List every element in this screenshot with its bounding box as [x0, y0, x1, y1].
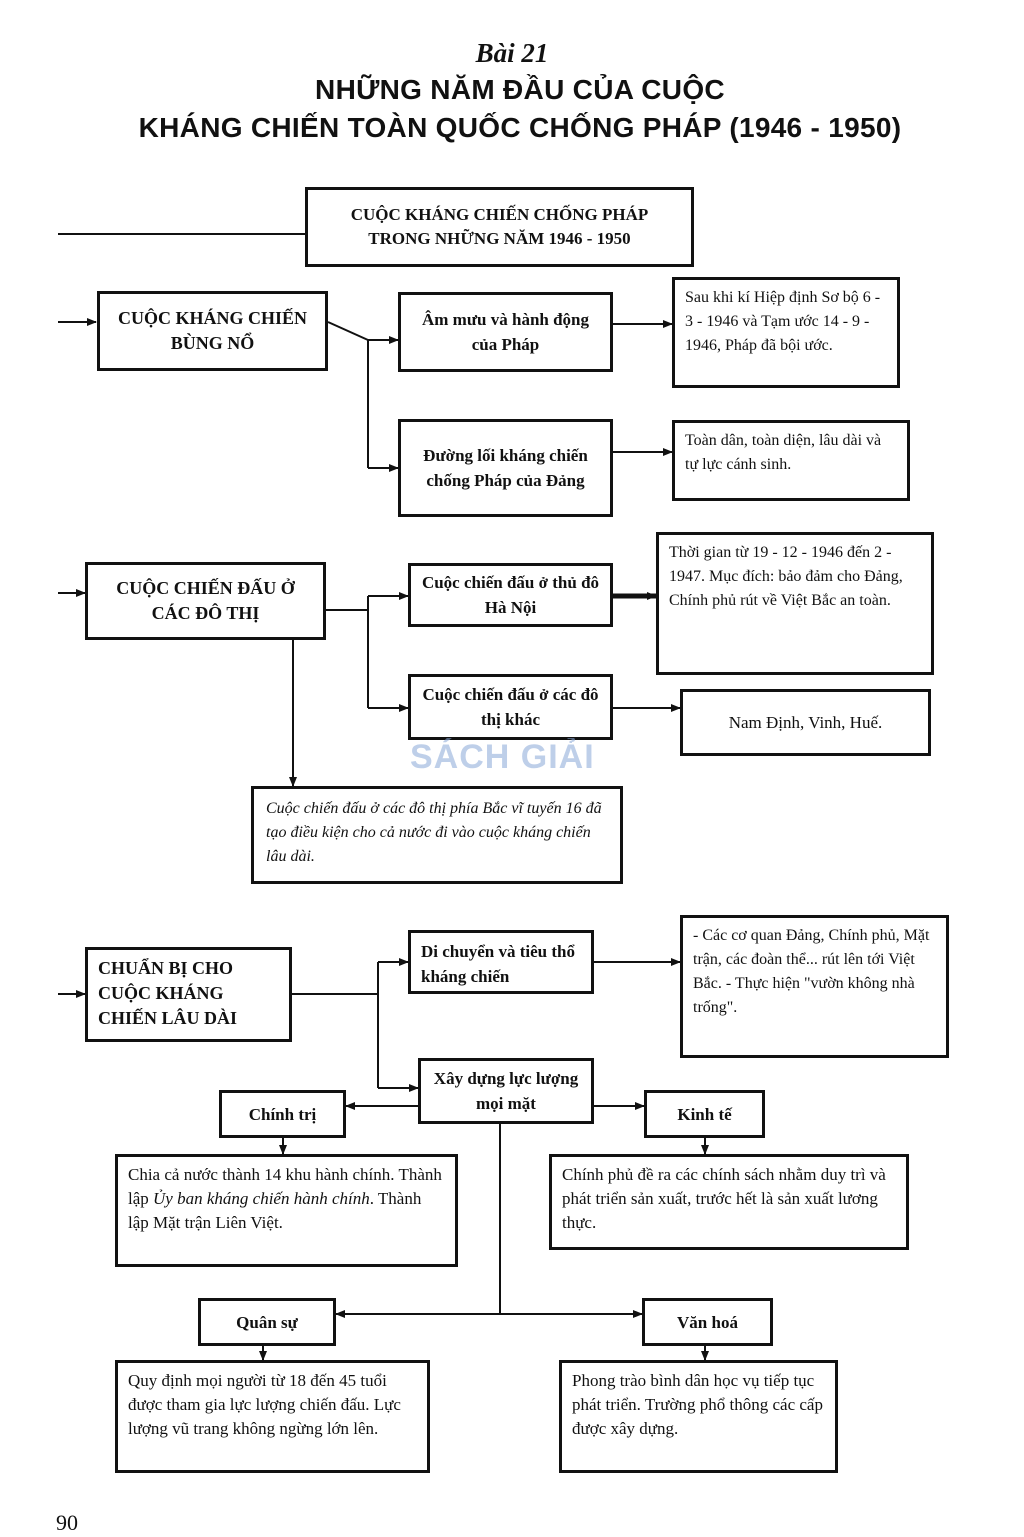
politics-detail: Chia cả nước thành 14 khu hành chính. Th… — [115, 1154, 458, 1267]
hanoi-fighting-box: Cuộc chiến đấu ở thủ đô Hà Nội — [408, 563, 613, 627]
urban-fighting-box: CUỘC CHIẾN ĐẤU Ở CÁC ĐÔ THỊ — [85, 562, 326, 640]
lesson-number: Bài 21 — [475, 38, 549, 68]
title-line-1: NHỮNG NĂM ĐẦU CỦA CUỘC — [315, 74, 725, 105]
military-box: Quân sự — [198, 1298, 336, 1346]
french-plot-detail: Sau khi kí Hiệp định Sơ bộ 6 - 3 - 1946 … — [672, 277, 900, 388]
root-line-2: TRONG NHỮNG NĂM 1946 - 1950 — [368, 229, 631, 248]
military-detail: Quy định mọi người từ 18 đến 45 tuổi đượ… — [115, 1360, 430, 1473]
other-cities-detail: Nam Định, Vinh, Huế. — [680, 689, 931, 756]
party-line-box: Đường lối kháng chiến chống Pháp của Đản… — [398, 419, 613, 517]
title-line-2: KHÁNG CHIẾN TOÀN QUỐC CHỐNG PHÁP (1946 -… — [138, 112, 902, 143]
culture-box: Văn hoá — [642, 1298, 773, 1346]
prepare-box: CHUẨN BỊ CHO CUỘC KHÁNG CHIẾN LÂU DÀI — [85, 947, 292, 1042]
urban-fighting-result: Cuộc chiến đấu ở các đô thị phía Bắc vĩ … — [251, 786, 623, 884]
page-number: 90 — [56, 1510, 78, 1535]
relocation-box: Di chuyển và tiêu thổ kháng chiến — [408, 930, 594, 994]
root-box: CUỘC KHÁNG CHIẾN CHỐNG PHÁP TRONG NHỮNG … — [305, 187, 694, 267]
french-plot-box: Âm mưu và hành động của Pháp — [398, 292, 613, 372]
politics-box: Chính trị — [219, 1090, 346, 1138]
build-forces-box: Xây dựng lực lượng mọi mặt — [418, 1058, 594, 1124]
politics-detail-em: Ủy ban kháng chiến hành chính — [153, 1189, 370, 1208]
hanoi-fighting-detail: Thời gian từ 19 - 12 - 1946 đến 2 - 1947… — [656, 532, 934, 675]
politics-detail-pre: Chia cả nước thành 14 khu hành chính. Th… — [128, 1165, 442, 1208]
relocation-detail: - Các cơ quan Đảng, Chính phủ, Mặt trận,… — [680, 915, 949, 1058]
economy-box: Kinh tế — [644, 1090, 765, 1138]
economy-detail: Chính phủ đề ra các chính sách nhằm duy … — [549, 1154, 909, 1250]
outbreak-box: CUỘC KHÁNG CHIẾN BÙNG NỔ — [97, 291, 328, 371]
politics-detail-post: . Thành lập Mặt trận Liên Việt. — [128, 1189, 422, 1232]
root-line-1: CUỘC KHÁNG CHIẾN CHỐNG PHÁP — [350, 205, 649, 224]
culture-detail: Phong trào bình dân học vụ tiếp tục phát… — [559, 1360, 838, 1473]
party-line-detail: Toàn dân, toàn diện, lâu dài và tự lực c… — [672, 420, 910, 501]
watermark: SÁCH GIẢI — [410, 738, 595, 776]
other-cities-box: Cuộc chiến đấu ở các đô thị khác — [408, 674, 613, 740]
